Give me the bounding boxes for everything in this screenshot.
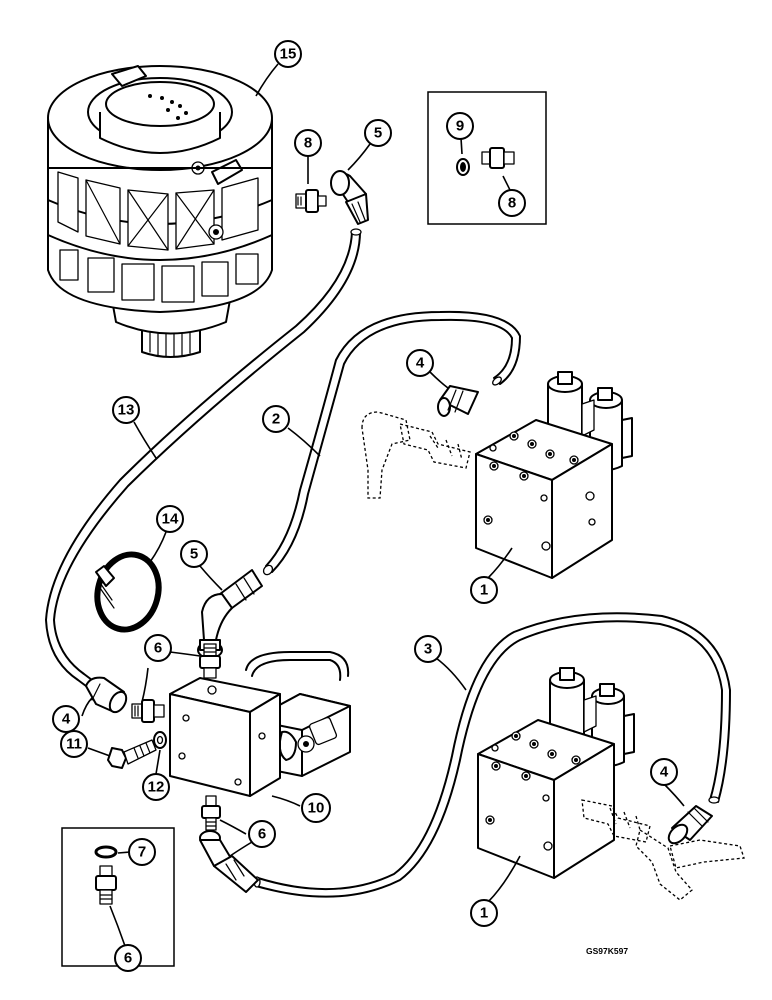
svg-text:10: 10 [308,800,325,817]
callout-3: 3 [414,635,442,663]
svg-text:8: 8 [304,135,312,152]
callout-4-lower: 4 [650,758,678,786]
callout-6-inset: 6 [114,944,142,972]
fitting-6-lower [201,795,221,831]
callout-7: 7 [128,838,156,866]
ferrule-4-left [85,676,128,714]
inset-box-seal [61,827,175,967]
callout-15: 15 [274,40,302,68]
svg-text:4: 4 [416,355,425,372]
svg-text:1: 1 [480,582,488,599]
callout-13: 13 [112,396,140,424]
svg-text:6: 6 [124,950,132,967]
svg-text:3: 3 [424,641,432,658]
svg-text:12: 12 [148,779,165,796]
bolt-11 [107,739,157,769]
callout-5-middle: 5 [180,540,208,568]
callout-4-left: 4 [52,705,80,733]
dashed-elbow-lower [581,799,745,901]
fitting-8-top [295,189,327,213]
fitting-6-left [131,699,165,723]
callout-6-upper: 6 [144,634,172,662]
ferrule-4-lower [667,805,713,845]
svg-text:13: 13 [118,402,135,419]
svg-text:14: 14 [162,511,179,528]
svg-text:4: 4 [62,711,71,728]
svg-text:9: 9 [456,118,464,135]
svg-text:11: 11 [66,736,82,753]
callout-8-top: 8 [294,129,322,157]
manifold-block-upper [475,371,633,579]
svg-text:5: 5 [374,125,382,142]
hose-clamp-14 [94,551,162,633]
manifold-block-lower [477,667,635,879]
callout-9: 9 [446,112,474,140]
callout-5-top: 5 [364,119,392,147]
callout-6-lower: 6 [248,820,276,848]
callout-8-inset: 8 [498,189,526,217]
callout-4-upper: 4 [406,349,434,377]
hoses [45,228,731,898]
svg-text:6: 6 [258,826,266,843]
svg-text:8: 8 [508,195,516,212]
fitting-6-upper [199,643,221,679]
callout-14: 14 [156,505,184,533]
callout-1-lower: 1 [470,899,498,927]
reference-code: GS97K597 [586,946,628,956]
elbow-fitting-5-top [330,170,369,225]
inset-box-washer [427,91,547,225]
elbow-fitting-5-lower [199,830,259,893]
svg-text:2: 2 [272,411,280,428]
solenoid-valve-10 [169,651,351,797]
callout-1-upper: 1 [470,576,498,604]
compressor-drawing [47,65,273,358]
callout-2: 2 [262,405,290,433]
callout-10: 10 [301,793,331,823]
washer-12 [153,731,167,749]
svg-text:1: 1 [480,905,488,922]
svg-text:6: 6 [154,640,162,657]
svg-text:5: 5 [190,546,198,563]
svg-text:15: 15 [280,46,297,63]
callout-12: 12 [142,773,170,801]
dashed-elbow-upper [361,411,471,499]
leader-lines [81,63,685,947]
svg-text:4: 4 [660,764,669,781]
callout-11: 11 [60,730,88,758]
svg-text:7: 7 [138,844,146,861]
ferrule-4-upper [437,385,479,417]
